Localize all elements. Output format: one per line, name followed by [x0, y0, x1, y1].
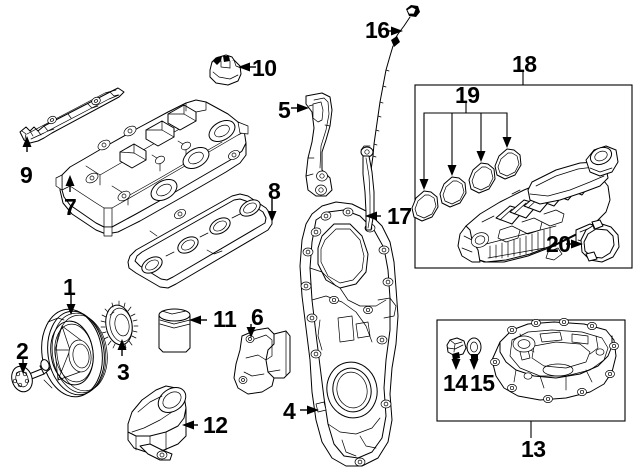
- callout-label-7: 7: [64, 194, 77, 220]
- callout-label-3: 3: [117, 359, 130, 385]
- part-valve-cover: [55, 99, 249, 237]
- part-ignition-coil-harness-rail: [19, 87, 125, 144]
- part-oil-pump-pickup-tube: [127, 385, 187, 461]
- callout-label-16: 16: [365, 17, 390, 43]
- callout-label-14: 14: [443, 370, 468, 396]
- group-box-intake-manifold: [414, 71, 633, 269]
- part-oil-dipstick-tube: [360, 145, 375, 231]
- callout-leader-5: [291, 103, 309, 113]
- callout-leader-8: [267, 198, 277, 222]
- part-engine-mount-bracket: [305, 92, 333, 197]
- callout-label-8: 8: [268, 178, 281, 204]
- callout-leader-2: [18, 357, 28, 374]
- callout-label-17: 17: [387, 203, 412, 229]
- part-crankshaft-pulley-bolt: [11, 359, 51, 393]
- callout-leader-9: [22, 136, 32, 152]
- callout-label-13: 13: [521, 436, 546, 462]
- callout-leader-17: [365, 211, 381, 221]
- part-oil-filter: [158, 308, 191, 353]
- part-intake-manifold: [457, 145, 619, 263]
- callout-leader-11: [189, 315, 207, 325]
- part-camshaft-position-sensor: [209, 54, 242, 86]
- part-oil-pan-drain-plug: [446, 337, 467, 370]
- part-oil-pan: [490, 318, 619, 403]
- callout-label-2: 2: [16, 338, 29, 364]
- callout-label-12: 12: [203, 412, 228, 438]
- callout-leader-6: [246, 324, 256, 338]
- callout-leader-10: [238, 62, 256, 72]
- part-valve-cover-gasket: [127, 193, 273, 289]
- part-oil-pan-drain-plug-gasket: [466, 337, 482, 370]
- part-crankshaft-pulley: [41, 308, 108, 398]
- callout-label-18: 18: [512, 51, 537, 77]
- callout-leader-1: [66, 294, 76, 315]
- part-timing-chain-cover: [299, 201, 399, 467]
- part-oil-filter-bracket: [233, 327, 291, 395]
- part-intake-manifold-gaskets: [411, 103, 522, 222]
- callout-label-19: 19: [455, 82, 480, 108]
- callout-label-5: 5: [278, 97, 291, 123]
- part-crankshaft-timing-sprocket: [100, 300, 139, 350]
- part-oil-level-dipstick: [369, 5, 420, 183]
- callout-leader-3: [117, 339, 127, 356]
- callout-label-4: 4: [283, 398, 296, 424]
- group-box-oil-pan: [436, 319, 626, 438]
- callout-label-10: 10: [252, 55, 277, 81]
- callout-leader-16: [388, 26, 403, 36]
- callout-label-20: 20: [546, 231, 571, 257]
- callout-label-11: 11: [213, 306, 237, 332]
- part-throttle-body-clamp: [580, 219, 620, 263]
- callout-leader-20: [566, 239, 583, 249]
- callout-label-6: 6: [251, 304, 264, 330]
- callout-leader-7: [65, 175, 75, 192]
- callout-label-1: 1: [63, 274, 76, 300]
- callout-leader-12: [182, 420, 198, 430]
- callout-label-9: 9: [20, 162, 33, 188]
- callout-leader-4: [300, 405, 319, 415]
- callout-label-15: 15: [470, 370, 495, 396]
